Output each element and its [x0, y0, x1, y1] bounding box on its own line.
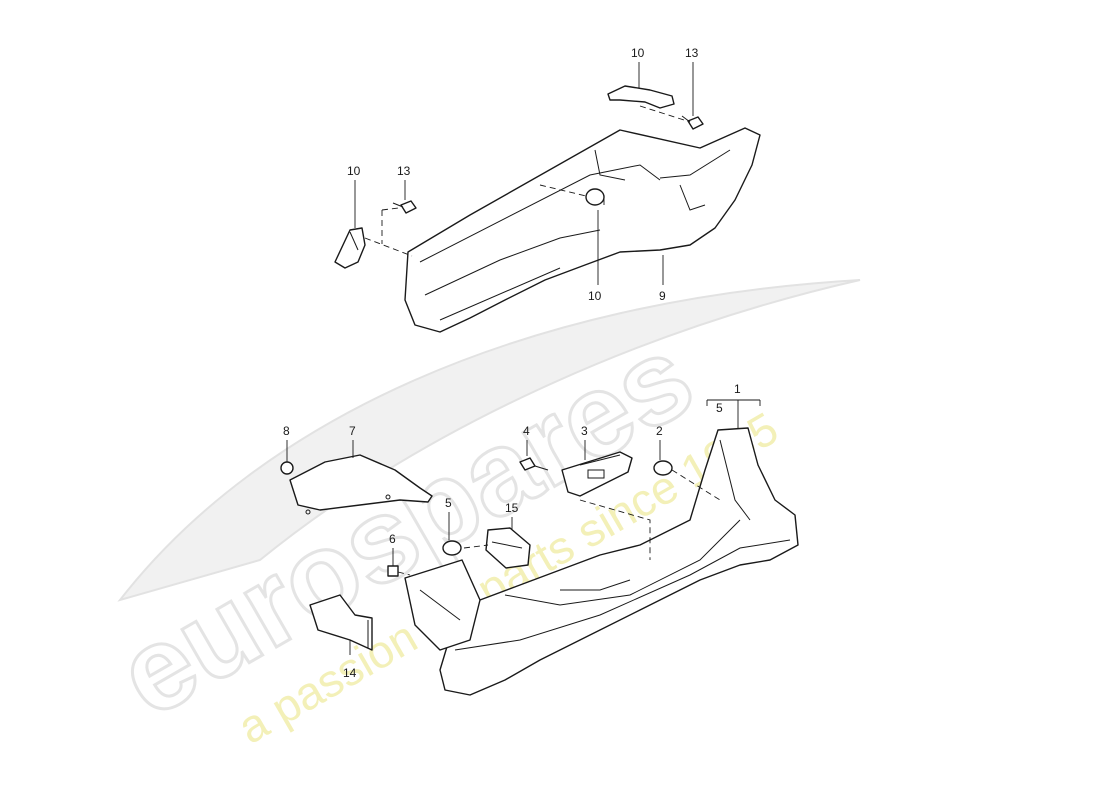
callout-13-right: 13: [685, 46, 699, 60]
callout-14: 14: [343, 666, 357, 680]
part-8-nut: [280, 461, 294, 475]
callout-5-upper: 5: [716, 401, 723, 415]
callout-7: 7: [349, 424, 356, 438]
callout-9: 9: [659, 289, 666, 303]
callout-3: 3: [581, 424, 588, 438]
watermark-swoosh: [117, 279, 861, 602]
part-14-bracket: [309, 594, 373, 651]
part-3-lamp: [561, 451, 633, 497]
part-2-grommet: [653, 460, 673, 476]
callout-2: 2: [656, 424, 663, 438]
callout-11: 10: [347, 164, 361, 178]
part-13-screw-left: [392, 200, 417, 214]
part-side-panel: [404, 559, 481, 651]
callout-labels: 10 13 10 13 10 9 1 5 2 3 4 7 8 5 15 6 14: [283, 46, 741, 680]
part-4-screw: [519, 457, 549, 471]
part-7-cover: [289, 454, 433, 515]
part-13-screw-right: [681, 115, 704, 130]
leader-lines: [286, 62, 761, 655]
callout-10: 10: [588, 289, 602, 303]
callout-6: 6: [389, 532, 396, 546]
callout-4: 4: [523, 424, 530, 438]
callout-15: 15: [505, 501, 519, 515]
callout-12: 10: [631, 46, 645, 60]
part-1-luggage-tub: [439, 427, 799, 696]
part-9-trim-panel: [404, 127, 761, 333]
callout-1: 1: [734, 382, 741, 396]
callout-5-lower: 5: [445, 496, 452, 510]
callout-13-left: 13: [397, 164, 411, 178]
part-6-clip: [387, 565, 399, 577]
callout-8: 8: [283, 424, 290, 438]
part-10-clip: [585, 188, 605, 206]
part-5-grommet: [442, 540, 462, 556]
part-15-light: [485, 527, 531, 569]
part-12-bracket: [607, 85, 675, 109]
part-11-bracket: [334, 227, 366, 269]
